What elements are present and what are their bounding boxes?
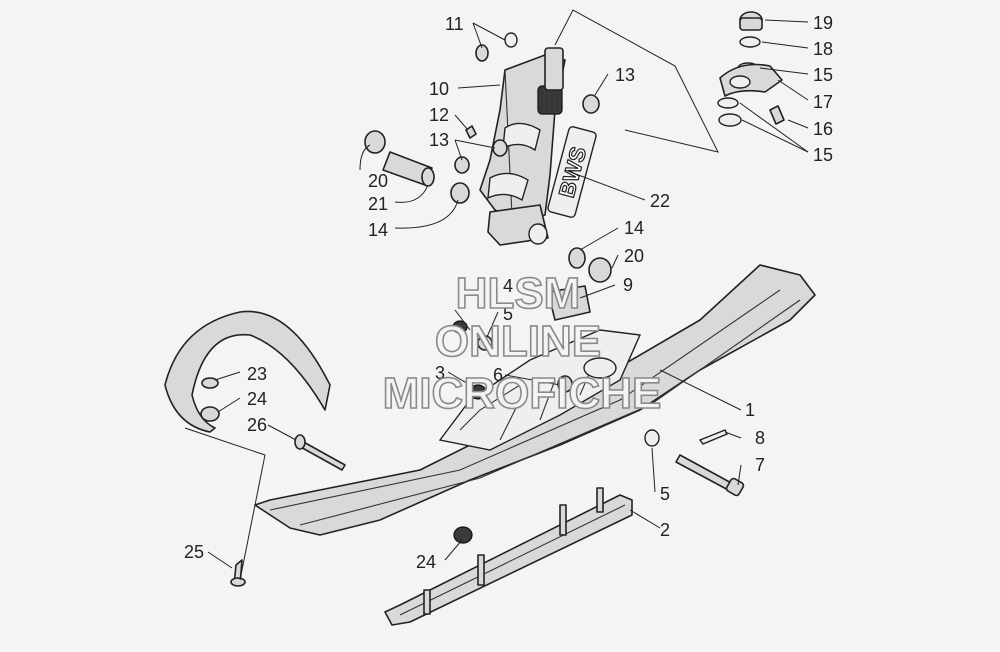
- callout-3: 3: [435, 363, 445, 383]
- callout-13-left: 13: [429, 130, 449, 150]
- callout-20-right: 20: [624, 246, 644, 266]
- watermark-line-3: MICROFICHE: [383, 369, 662, 418]
- washer-18: [739, 36, 761, 48]
- callout-15-bottom: 15: [813, 145, 833, 165]
- spindle-slot-upper: [502, 122, 541, 152]
- washer-11-a: [475, 44, 489, 62]
- watermark-line-2: ONLINE: [435, 317, 601, 366]
- bushing-6: [557, 375, 573, 393]
- callout-23: 23: [247, 364, 267, 384]
- watermark-line-1: HLSM: [456, 269, 581, 318]
- callout-19: 19: [813, 13, 833, 33]
- nut-4: [452, 320, 468, 334]
- callout-2: 2: [660, 520, 670, 540]
- wear-bar-stud-3: [559, 504, 567, 536]
- spindle-exploded-leader: [554, 9, 719, 153]
- callout-labels: 1 2 3 4 5 5 6 7 8 9 10 11 12 13 13 14 14…: [184, 13, 833, 572]
- callout-4: 4: [503, 276, 513, 296]
- callout-20-left: 20: [368, 171, 388, 191]
- wear-bar-stud-4: [596, 487, 604, 513]
- washer-5-upper: [477, 335, 493, 351]
- callout-21: 21: [368, 194, 388, 214]
- callout-14-left: 14: [368, 220, 388, 240]
- spindle-assembly: BWS: [364, 9, 719, 321]
- callout-5-upper: 5: [503, 304, 513, 324]
- washer-5-lower: [644, 429, 660, 447]
- spindle-shaft: [544, 47, 564, 91]
- callout-26: 26: [247, 415, 267, 435]
- callout-9: 9: [623, 275, 633, 295]
- callout-15-top: 15: [813, 65, 833, 85]
- nut-24-lower: [453, 526, 473, 544]
- bushing-14-left: [450, 182, 470, 204]
- bushing-13-right: [582, 94, 600, 114]
- callout-7: 7: [755, 455, 765, 475]
- callout-12: 12: [429, 105, 449, 125]
- callout-16: 16: [813, 119, 833, 139]
- grease-fitting-12: [465, 125, 477, 139]
- leader-lines: [184, 19, 809, 581]
- bushing-13-left: [454, 156, 470, 174]
- ski: [164, 264, 816, 587]
- callout-5-lower: 5: [660, 484, 670, 504]
- bushing-20-left: [364, 130, 386, 154]
- nut-24-upper: [200, 406, 220, 422]
- nut-3: [469, 384, 487, 400]
- bushing-13-inner: [492, 139, 508, 157]
- bolt-7: [675, 454, 736, 493]
- callout-14-right: 14: [624, 218, 644, 238]
- callout-8: 8: [755, 428, 765, 448]
- spindle-slot-lower: [487, 172, 529, 202]
- bolt-16: [769, 105, 785, 125]
- callout-1: 1: [745, 400, 755, 420]
- callout-17: 17: [813, 92, 833, 112]
- bws-decal: BWS: [547, 126, 597, 218]
- bushing-20-right: [588, 257, 612, 283]
- callout-6: 6: [493, 365, 503, 385]
- spacer-9: [547, 285, 591, 321]
- wear-bar: [384, 487, 633, 626]
- steering-arm-clamp: [717, 11, 785, 127]
- watermark: HLSM ONLINE MICROFICHE: [382, 268, 662, 419]
- callout-11: 11: [445, 14, 464, 34]
- bushing-14-right: [568, 247, 586, 269]
- washer-15-mid: [717, 97, 739, 109]
- wear-bar-stud-1: [423, 589, 431, 615]
- callout-10: 10: [429, 79, 449, 99]
- callout-13-right: 13: [615, 65, 635, 85]
- callout-22: 22: [650, 191, 670, 211]
- washer-11-b: [504, 32, 518, 48]
- clamp-17: [719, 63, 783, 97]
- callout-24-upper: 24: [247, 389, 267, 409]
- svg-text:BWS: BWS: [554, 144, 591, 200]
- washer-15-bottom: [718, 113, 742, 127]
- ski-loop-handle-23: [164, 310, 331, 433]
- callout-24-lower: 24: [416, 552, 436, 572]
- callout-25: 25: [184, 542, 204, 562]
- callout-18: 18: [813, 39, 833, 59]
- cotter-pin-8: [698, 429, 728, 445]
- wear-bar-stud-2: [477, 554, 485, 586]
